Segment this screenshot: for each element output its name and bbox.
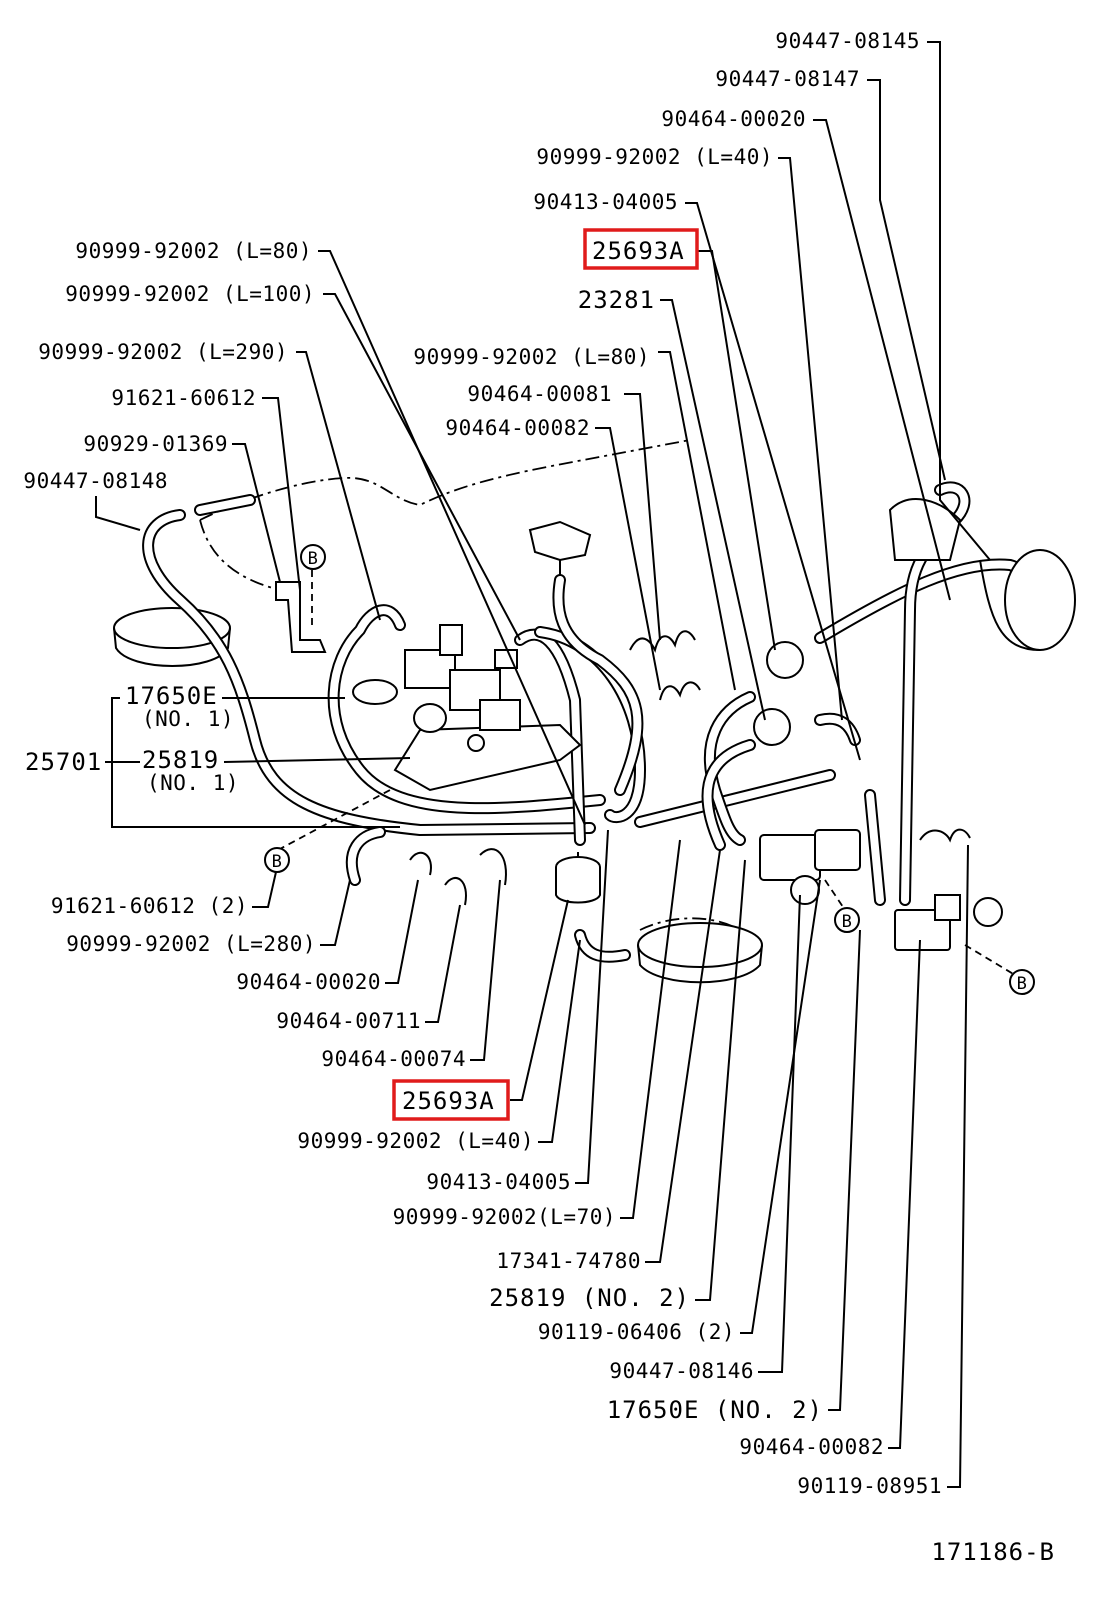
ref-b-marker: B	[300, 544, 326, 570]
label-90999-92002-l80-mid: 90999-92002 (L=80)	[413, 345, 650, 369]
svg-text:B: B	[842, 912, 853, 932]
label-90999-92002-l40-bot: 90999-92002 (L=40)	[297, 1129, 534, 1153]
label-90447-08147: 90447-08147	[715, 67, 860, 91]
label-90464-00020-top: 90464-00020	[661, 107, 806, 131]
label-90464-00711: 90464-00711	[276, 1009, 421, 1033]
label-25819-no2: 25819 (NO. 2)	[489, 1284, 690, 1312]
label-23281: 23281	[578, 286, 655, 314]
label-25819-no1: 25819	[142, 746, 219, 774]
label-90413-04005-top: 90413-04005	[533, 190, 678, 214]
label-25693a-bot: 25693A	[402, 1087, 495, 1115]
vsv-bracket-assembly	[352, 624, 582, 792]
label-17650e-no2: 17650E (NO. 2)	[607, 1396, 823, 1424]
svg-text:B: B	[272, 852, 283, 872]
ref-b-marker: B	[264, 847, 290, 873]
label-90929-01369: 90929-01369	[83, 432, 228, 456]
bracket-left	[275, 581, 327, 653]
hoses	[142, 481, 1056, 963]
label-90999-92002-l100: 90999-92002 (L=100)	[65, 282, 315, 306]
label-91621-60612-2: 91621-60612 (2)	[51, 894, 248, 918]
label-90999-92002-l80: 90999-92002 (L=80)	[75, 239, 312, 263]
label-90119-06406-2: 90119-06406 (2)	[538, 1320, 735, 1344]
label-90999-92002-l290: 90999-92002 (L=290)	[38, 340, 288, 364]
label-90447-08146: 90447-08146	[609, 1359, 754, 1383]
label-90413-04005-bot: 90413-04005	[426, 1170, 571, 1194]
diagram-id: 171186-B	[931, 1538, 1055, 1566]
reference-b-lines	[277, 570, 1016, 976]
label-90999-92002-l280: 90999-92002 (L=280)	[66, 932, 316, 956]
label-90464-00020-bot: 90464-00020	[236, 970, 381, 994]
label-90464-00082-top: 90464-00082	[445, 416, 590, 440]
label-17650e-no1-sub: (NO. 1)	[142, 707, 234, 731]
highlight-box-25693a-top	[583, 228, 699, 270]
svg-text:B: B	[1017, 974, 1028, 994]
label-90999-92002-l40-top: 90999-92002 (L=40)	[536, 145, 773, 169]
label-25819-no1-sub: (NO. 1)	[147, 771, 239, 795]
label-17341-74780: 17341-74780	[496, 1249, 641, 1273]
vacuum-valves-right	[753, 641, 804, 746]
tee-connector-top	[528, 520, 592, 575]
label-17650e-no1: 17650E	[125, 682, 218, 710]
label-90464-00074: 90464-00074	[321, 1047, 466, 1071]
label-90464-00081: 90464-00081	[467, 382, 612, 406]
label-90999-92002-l70: 90999-92002(L=70)	[393, 1205, 616, 1229]
label-25693a-top: 25693A	[592, 237, 685, 265]
bottom-canister	[637, 922, 763, 984]
highlight-box-25693a-bot	[392, 1079, 510, 1121]
vacuum-filter-bottom	[555, 852, 601, 904]
part-labels: 90447-08145 90447-08147 90464-00020 9099…	[23, 29, 1055, 1566]
label-90447-08148: 90447-08148	[23, 469, 168, 493]
right-canister	[888, 498, 1076, 651]
vsv-right-assembly	[759, 829, 1003, 951]
svg-text:B: B	[308, 549, 319, 569]
label-90447-08145: 90447-08145	[775, 29, 920, 53]
ref-b-marker: B	[1009, 969, 1035, 995]
clamps	[409, 630, 971, 906]
leader-lines	[95, 41, 991, 1488]
label-90119-08951: 90119-08951	[797, 1474, 942, 1498]
ref-b-marker: B	[834, 907, 860, 933]
label-25701: 25701	[25, 748, 102, 776]
label-91621-60612: 91621-60612	[111, 386, 256, 410]
reference-b-markers: B B B B	[264, 544, 1035, 995]
label-90464-00082-bot: 90464-00082	[739, 1435, 884, 1459]
